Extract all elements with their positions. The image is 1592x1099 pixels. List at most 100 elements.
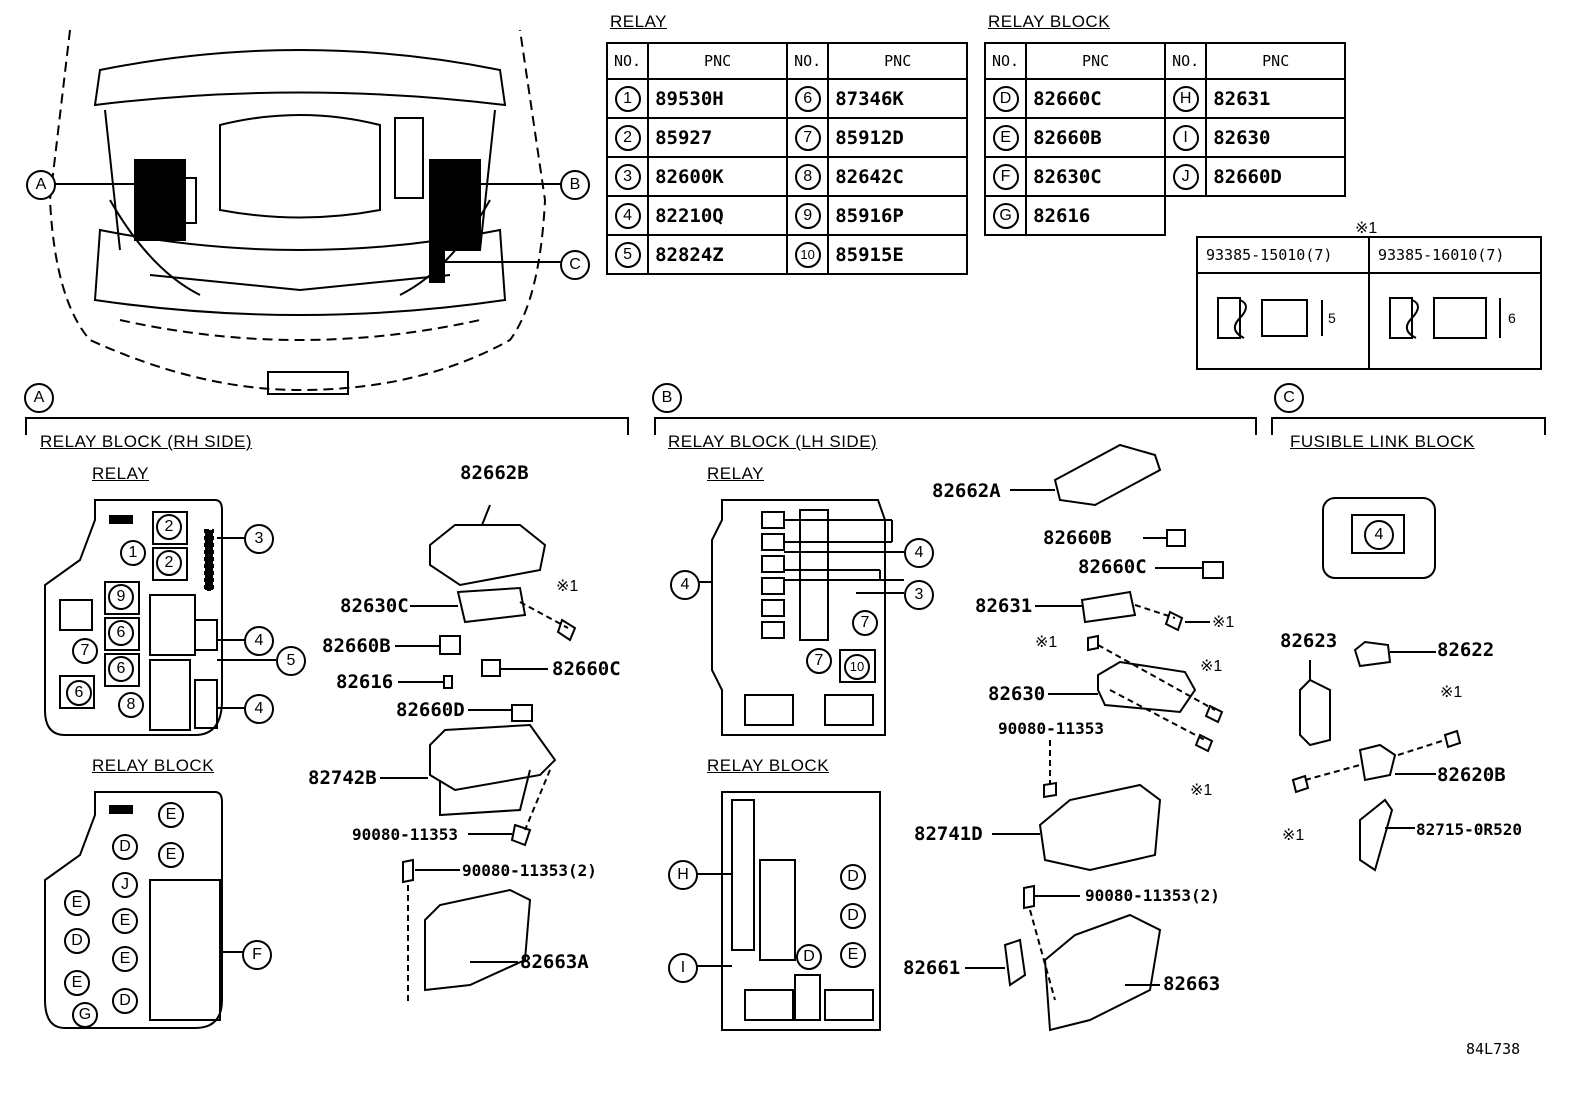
block-slot: D — [796, 944, 822, 970]
fusible-slot: 4 — [1364, 520, 1394, 550]
part-82620b-label: 82620B — [1437, 764, 1506, 786]
section-a-block-label: RELAY BLOCK — [92, 756, 215, 775]
pnc-cell: 82210Q — [647, 195, 789, 236]
note-mark-ref: ※1 — [1190, 782, 1213, 799]
callout-relay-5: 5 — [276, 646, 306, 676]
row-letter-badge: H — [1172, 85, 1199, 112]
table-row: D 82660C H 82631 — [983, 78, 1347, 119]
relay-slot: 9 — [108, 584, 134, 610]
note-mark-ref: ※1 — [1035, 634, 1058, 651]
part-82741d-label: 82741D — [914, 823, 983, 845]
callout-block-f: F — [242, 940, 272, 970]
callout-block-h: H — [668, 860, 698, 890]
pnc-cell: 82630C — [1025, 156, 1167, 197]
row-number-badge: 4 — [614, 202, 641, 229]
block-slot: E — [112, 908, 138, 934]
callout-c: C — [560, 250, 590, 280]
pnc-cell: 85916P — [827, 195, 969, 236]
part-82630c-label: 82630C — [340, 595, 409, 617]
relay-table-title: RELAY — [610, 12, 667, 31]
table-row: F 82630C J 82660D — [983, 156, 1347, 197]
relay-box-lh-drawing — [698, 499, 904, 736]
relay-table: NO. PNC NO. PNC 1 89530H 6 87346K 2 8592… — [605, 42, 969, 275]
table-row: 1 89530H 6 87346K — [605, 78, 969, 119]
part-82622-label: 82622 — [1437, 639, 1495, 661]
car-overview-drawing — [48, 29, 562, 395]
pnc-cell: 82824Z — [647, 234, 789, 275]
block-slot: E — [64, 890, 90, 916]
row-number-badge: 2 — [614, 124, 641, 151]
bolt-90080-label: 90080-11353 — [352, 825, 458, 844]
note-mark-ref: ※1 — [1440, 684, 1463, 701]
pnc-cell: 85927 — [647, 117, 789, 158]
relay-slot: 10 — [844, 654, 870, 680]
row-number-badge: 3 — [614, 163, 641, 190]
part-82660c-label: 82660C — [1078, 556, 1147, 578]
note-mark-ref: ※1 — [1200, 658, 1223, 675]
part-82661-label: 82661 — [903, 957, 961, 979]
row-letter-badge: D — [992, 85, 1019, 112]
part-82660b-label: 82660B — [322, 635, 391, 657]
rh-exploded-parts-drawing — [380, 504, 577, 1005]
relay-block-table: NO. PNC NO. PNC D 82660C H 82631 E 82660… — [983, 42, 1347, 236]
block-slot: D — [840, 903, 866, 929]
part-82631-label: 82631 — [975, 595, 1033, 617]
part-82663-label: 82663 — [1163, 973, 1221, 995]
header-no-1: NO. — [605, 42, 650, 80]
row-number-badge: 7 — [794, 124, 821, 151]
relay-block-table-title: RELAY BLOCK — [988, 12, 1111, 31]
callout-relay-4: 4 — [670, 570, 700, 600]
header-pnc-2: PNC — [827, 42, 969, 80]
pnc-cell: 87346K — [827, 78, 969, 119]
relay-block-rh-drawing — [44, 791, 243, 1029]
part-82616-label: 82616 — [336, 671, 394, 693]
part-82660c-label: 82660C — [552, 658, 621, 680]
part-82662b-label: 82662B — [460, 462, 529, 484]
part-82660d-label: 82660D — [396, 699, 465, 721]
callout-block-i: I — [668, 953, 698, 983]
block-slot: D — [64, 928, 90, 954]
note-mark-ref: ※1 — [556, 578, 579, 595]
pnc-cell: 82660B — [1025, 117, 1167, 158]
fusible-link-drawing — [1291, 497, 1462, 872]
figure-id: 84L738 — [1466, 1040, 1521, 1058]
table-row: 4 82210Q 9 85916P — [605, 195, 969, 236]
note-dim-2: 6 — [1508, 310, 1516, 326]
section-a-letter: A — [24, 383, 54, 413]
callout-a: A — [26, 170, 56, 200]
pnc-cell: 82616 — [1025, 195, 1167, 236]
bolt-90080-qty-label: 90080-11353(2) — [462, 861, 597, 880]
table-row: 3 82600K 8 82642C — [605, 156, 969, 197]
note-divider-v — [1368, 238, 1370, 368]
relay-table-header-row: NO. PNC NO. PNC — [605, 42, 969, 80]
relay-slot: 6 — [66, 680, 92, 706]
relay-slot: 7 — [72, 638, 98, 664]
section-b-relay-label: RELAY — [707, 464, 764, 483]
pnc-cell: 82660C — [1025, 78, 1167, 119]
part-82742b-label: 82742B — [308, 767, 377, 789]
row-letter-badge: E — [992, 124, 1019, 151]
table-row: 5 82824Z 10 85915E — [605, 234, 969, 275]
pnc-cell: 82600K — [647, 156, 789, 197]
pnc-cell: 85915E — [827, 234, 969, 275]
block-slot: G — [72, 1002, 98, 1028]
bolt-90080-qty-label: 90080-11353(2) — [1085, 886, 1220, 905]
header-no-2: NO. — [1164, 42, 1208, 80]
relay-slot: 1 — [120, 540, 146, 566]
row-letter-badge: I — [1172, 124, 1199, 151]
pnc-cell: 89530H — [647, 78, 789, 119]
note-bolt-1-pn: 93385-15010(7) — [1206, 246, 1333, 264]
row-letter-badge: F — [992, 163, 1019, 190]
pnc-cell: 85912D — [827, 117, 969, 158]
part-82623-label: 82623 — [1280, 630, 1338, 652]
relay-slot: 2 — [156, 514, 182, 540]
block-slot: D — [112, 834, 138, 860]
relay-block-header-row: NO. PNC NO. PNC — [983, 42, 1347, 80]
section-a-relay-label: RELAY — [92, 464, 149, 483]
relay-block-lh-drawing — [694, 791, 881, 1031]
block-slot: E — [112, 946, 138, 972]
relay-slot: 7 — [852, 610, 878, 636]
block-slot: E — [158, 842, 184, 868]
block-slot: E — [158, 802, 184, 828]
